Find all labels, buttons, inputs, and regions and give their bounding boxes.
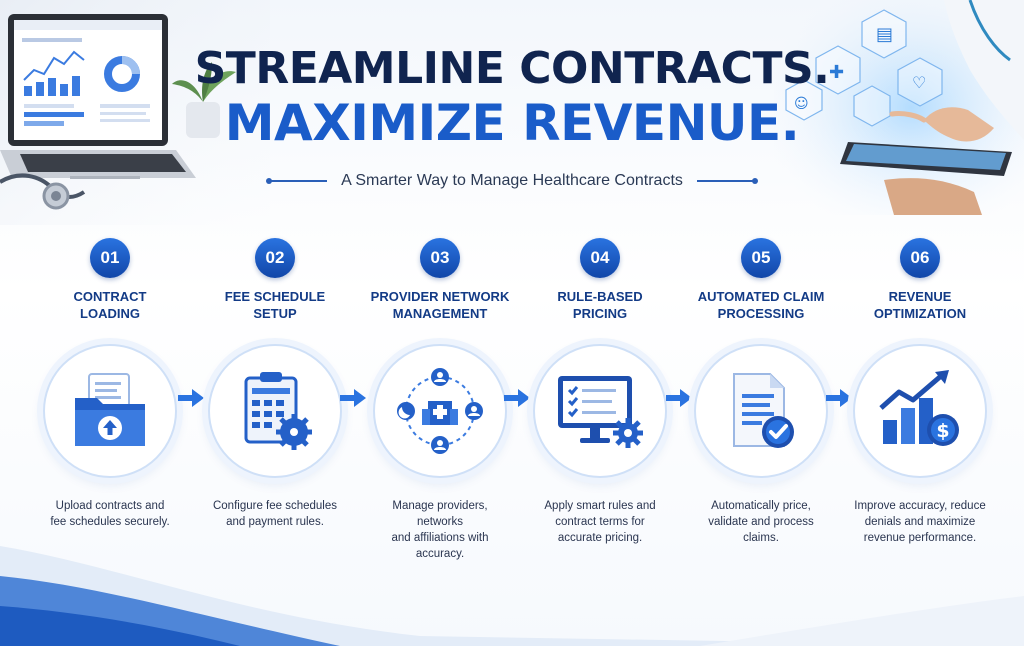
- step-icon-circle: [208, 344, 342, 478]
- step-description-line: Upload contracts and: [55, 500, 165, 512]
- step-title-line: PROCESSING: [717, 306, 805, 321]
- step-title-line: RULE-BASED: [557, 289, 643, 304]
- step-title-line: CONTRACT: [73, 289, 147, 304]
- step-number: 03: [420, 238, 460, 278]
- step-number: 06: [900, 238, 940, 278]
- clipboard-gear-icon: [244, 372, 312, 450]
- laptop-dashboard-illustration: [0, 0, 270, 225]
- svg-text:$: $: [936, 420, 949, 442]
- step-icon-circle: [373, 344, 507, 478]
- step-title: AUTOMATED CLAIM PROCESSING: [686, 288, 836, 328]
- step-description-line: claims.: [743, 532, 779, 544]
- headline-line-2: MAXIMIZE REVENUE.: [224, 94, 800, 152]
- step-revenue-optimization: 06 REVENUE OPTIMIZATION $ Improve accura…: [845, 238, 995, 546]
- step-title-line: LOADING: [80, 306, 140, 321]
- step-title-line: FEE SCHEDULE: [224, 289, 326, 304]
- step-description-line: Automatically price,: [711, 500, 811, 512]
- arrow-right-icon: [666, 389, 692, 407]
- arrow-right-icon: [826, 389, 852, 407]
- step-description-line: Improve accuracy, reduce: [854, 500, 986, 512]
- arrow-right-icon: [178, 389, 204, 407]
- step-title-line: OPTIMIZATION: [873, 306, 967, 321]
- step-description-line: accuracy.: [415, 548, 465, 560]
- step-fee-schedule-setup: 02 FEE SCHEDULE SETUP: [200, 238, 350, 530]
- svg-text:☺: ☺: [794, 96, 809, 112]
- monitor-checklist-icon: [558, 376, 643, 448]
- subtitle-row: A Smarter Way to Manage Healthcare Contr…: [0, 172, 1024, 190]
- step-title: REVENUE OPTIMIZATION: [845, 288, 995, 328]
- step-title: CONTRACT LOADING: [35, 288, 185, 328]
- growth-chart-dollar-icon: $: [879, 370, 959, 446]
- svg-text:✚: ✚: [829, 62, 844, 83]
- step-title-line: REVENUE: [888, 289, 952, 304]
- step-icon-circle: [533, 344, 667, 478]
- arrow-right-icon: [504, 389, 530, 407]
- step-title: PROVIDER NETWORK MANAGEMENT: [365, 288, 515, 328]
- step-number: 02: [255, 238, 295, 278]
- step-description-line: fee schedules securely.: [50, 516, 170, 528]
- step-description-line: validate and process: [708, 516, 814, 528]
- provider-network-icon: [397, 368, 483, 454]
- step-description-line: Manage providers, networks: [392, 500, 488, 528]
- subtitle: A Smarter Way to Manage Healthcare Contr…: [341, 172, 683, 189]
- step-icon-circle: [43, 344, 177, 478]
- step-title-line: SETUP: [253, 306, 297, 321]
- step-title-line: MANAGEMENT: [392, 306, 488, 321]
- folder-upload-icon: [75, 373, 145, 446]
- step-description-line: Configure fee schedules: [212, 500, 338, 512]
- subtitle-rule-left: [266, 178, 328, 184]
- step-provider-network-management: 03 PROVIDER NETWORK MANAGEMENT: [365, 238, 515, 562]
- headline-line-1: STREAMLINE CONTRACTS.: [194, 43, 830, 94]
- document-check-icon: [733, 373, 794, 448]
- step-description-line: revenue performance.: [863, 532, 977, 544]
- step-title: RULE-BASED PRICING: [525, 288, 675, 328]
- step-icon-circle: [694, 344, 828, 478]
- step-automated-claim-processing: 05 AUTOMATED CLAIM PROCESSING Automatica…: [686, 238, 836, 546]
- subtitle-rule-right: [696, 178, 758, 184]
- headline: STREAMLINE CONTRACTS. MAXIMIZE REVENUE.: [0, 43, 1024, 153]
- step-description: Configure fee schedules and payment rule…: [200, 498, 350, 530]
- step-description-line: and affiliations with: [391, 532, 489, 544]
- step-number: 01: [90, 238, 130, 278]
- step-description: Apply smart rules and contract terms for…: [525, 498, 675, 546]
- step-description-line: contract terms for: [555, 516, 645, 528]
- step-description-line: and payment rules.: [226, 516, 324, 528]
- step-icon-circle: $: [853, 344, 987, 478]
- step-contract-loading: 01 CONTRACT LOADING Upload contracts and…: [35, 238, 185, 530]
- step-rule-based-pricing: 04 RULE-BASED PRICING: [525, 238, 675, 546]
- healthcare-tech-network-illustration: ▤ ✚ ☺ ♡: [774, 0, 1024, 215]
- step-description-line: denials and maximize: [864, 516, 976, 528]
- process-steps: 01 CONTRACT LOADING Upload contracts and…: [30, 238, 995, 560]
- svg-text:▤: ▤: [876, 24, 893, 45]
- step-description-line: Apply smart rules and: [544, 500, 656, 512]
- arrow-right-icon: [340, 389, 366, 407]
- step-title-line: PROVIDER NETWORK: [370, 289, 510, 304]
- step-description: Manage providers, networks and affiliati…: [365, 498, 515, 562]
- step-description: Improve accuracy, reduce denials and max…: [845, 498, 995, 546]
- step-title-line: AUTOMATED CLAIM: [697, 289, 825, 304]
- decorative-wave: [0, 546, 1024, 646]
- svg-text:♡: ♡: [912, 73, 926, 92]
- step-description: Upload contracts and fee schedules secur…: [35, 498, 185, 530]
- step-number: 05: [741, 238, 781, 278]
- step-description-line: accurate pricing.: [557, 532, 643, 544]
- step-description: Automatically price, validate and proces…: [686, 498, 836, 546]
- step-title-line: PRICING: [572, 306, 628, 321]
- step-number: 04: [580, 238, 620, 278]
- step-title: FEE SCHEDULE SETUP: [200, 288, 350, 328]
